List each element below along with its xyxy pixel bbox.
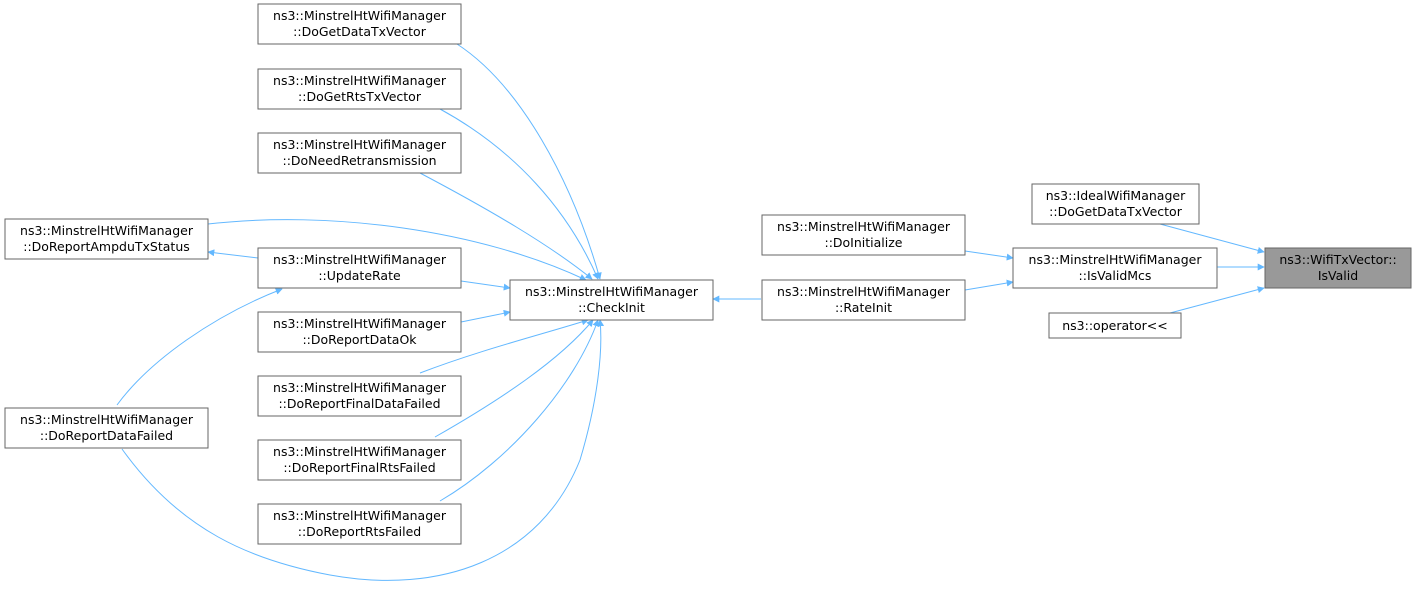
edge-rtsfailed-checkinit [439,319,600,502]
node-label-line1: ns3::IdealWifiManager [1046,188,1186,203]
edge-rateinit-validmcs [964,279,1014,291]
node-wifi-tx-vector-is-valid[interactable]: ns3::WifiTxVector:: IsValid [1264,247,1412,289]
node-do-report-ampdu-tx-status[interactable]: ns3::MinstrelHtWifiManager ::DoReportAmp… [4,218,209,260]
node-label-line2: ::DoReportFinalDataFailed [278,396,440,411]
node-do-need-retransmission[interactable]: ns3::MinstrelHtWifiManager ::DoNeedRetra… [257,132,462,174]
node-is-valid-mcs[interactable]: ns3::MinstrelHtWifiManager ::IsValidMcs [1012,247,1218,289]
edge-ideal-isvalid [1159,223,1265,254]
node-label-line2: ::DoReportRtsFailed [298,524,422,539]
node-label-line1: ns3::MinstrelHtWifiManager [273,380,447,395]
edge-datafailed-checkinit [121,319,605,581]
node-label-line2: ::IsValidMcs [1079,268,1152,283]
node-label-line1: ns3::MinstrelHtWifiManager [20,412,194,427]
node-label-line1: ns3::MinstrelHtWifiManager [1029,252,1203,267]
edge-operator-isvalid [1169,286,1265,314]
node-label-line1: ns3::MinstrelHtWifiManager [777,284,951,299]
node-label-line2: ::DoNeedRetransmission [282,153,436,168]
node-label-line1: ns3::MinstrelHtWifiManager [273,137,447,152]
edge-updaterate-checkinit [460,280,511,291]
node-label-line2: ::DoGetDataTxVector [293,24,427,39]
edge-dataok-checkinit [460,309,511,323]
node-label-line2: ::DoReportAmpduTxStatus [23,239,190,254]
node-label-line2: ::DoReportDataFailed [40,428,173,443]
node-label-line2: ::DoReportFinalRtsFailed [283,460,435,475]
node-do-get-rts-tx-vector[interactable]: ns3::MinstrelHtWifiManager ::DoGetRtsTxV… [257,68,462,110]
node-label-line1: ns3::MinstrelHtWifiManager [525,284,699,299]
node-label-line1: ns3::MinstrelHtWifiManager [273,316,447,331]
node-label-line2: ::DoGetDataTxVector [1049,204,1183,219]
edges [116,43,1265,581]
node-label-line2: ::DoReportDataOk [302,332,417,347]
edge-needretx-checkinit [419,172,593,280]
node-label-line1: ns3::MinstrelHtWifiManager [273,444,447,459]
node-label-line2: ::DoInitialize [824,235,902,250]
node-do-report-final-data-failed[interactable]: ns3::MinstrelHtWifiManager ::DoReportFin… [257,375,462,417]
node-label-line2: ::DoGetRtsTxVector [298,89,422,104]
edge-getrts-checkinit [439,108,599,280]
node-update-rate[interactable]: ns3::MinstrelHtWifiManager ::UpdateRate [257,247,462,289]
node-label-line1: ns3::MinstrelHtWifiManager [273,508,447,523]
node-do-initialize[interactable]: ns3::MinstrelHtWifiManager ::DoInitializ… [761,214,966,256]
edge-doinit-validmcs [964,250,1014,261]
edge-finalrts-checkinit [434,319,594,438]
node-label-line1: ns3::MinstrelHtWifiManager [273,73,447,88]
node-do-get-data-tx-vector[interactable]: ns3::MinstrelHtWifiManager ::DoGetDataTx… [257,3,462,45]
edge-ampdu-checkinit [207,219,587,281]
node-do-report-rts-failed[interactable]: ns3::MinstrelHtWifiManager ::DoReportRts… [257,503,462,545]
node-rate-init[interactable]: ns3::MinstrelHtWifiManager ::RateInit [761,279,966,321]
edge-datafailed-updaterate [116,288,283,406]
node-label-line1: ns3::MinstrelHtWifiManager [777,219,951,234]
node-label-line1: ns3::MinstrelHtWifiManager [273,8,447,23]
edge-ampdu-updaterate [207,249,259,259]
node-label-line1: ns3::MinstrelHtWifiManager [273,252,447,267]
node-label-line1: ns3::operator<< [1062,318,1168,333]
node-do-report-data-failed[interactable]: ns3::MinstrelHtWifiManager ::DoReportDat… [4,407,209,449]
node-do-report-data-ok[interactable]: ns3::MinstrelHtWifiManager ::DoReportDat… [257,311,462,353]
nodes: ns3::MinstrelHtWifiManager ::DoGetDataTx… [4,3,1412,545]
node-do-report-final-rts-failed[interactable]: ns3::MinstrelHtWifiManager ::DoReportFin… [257,439,462,481]
edge-finaldata-checkinit [419,318,589,374]
node-label-line2: IsValid [1318,268,1358,283]
node-label-line2: ::CheckInit [578,300,645,315]
node-label-line1: ns3::WifiTxVector:: [1279,252,1396,267]
node-label-line2: ::UpdateRate [318,268,401,283]
node-label-line1: ns3::MinstrelHtWifiManager [20,223,194,238]
node-check-init[interactable]: ns3::MinstrelHtWifiManager ::CheckInit [509,279,714,321]
edge-getdata-checkinit [456,43,602,280]
node-ideal-do-get-data-tx-vector[interactable]: ns3::IdealWifiManager ::DoGetDataTxVecto… [1031,183,1200,225]
node-label-line2: ::RateInit [835,300,892,315]
node-operator-shift[interactable]: ns3::operator<< [1048,312,1182,339]
